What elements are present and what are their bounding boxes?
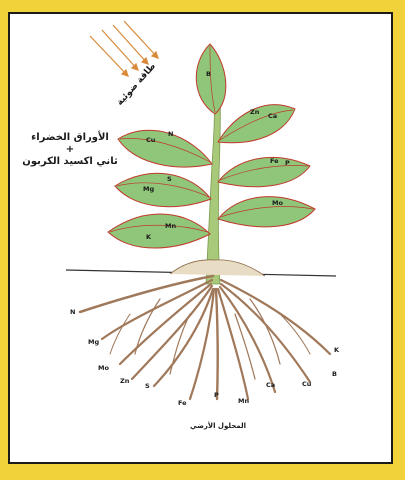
leaf-label-mn: Mn <box>165 222 176 230</box>
plus-sign: + <box>66 144 74 155</box>
leaf-left-2 <box>115 173 211 206</box>
plant-nutrition-diagram: طاقة ضوئية B Zn Ca Cu N Fe P <box>10 14 395 466</box>
root-label-cu: Cu <box>302 380 312 388</box>
leaf-label-ca: Ca <box>268 112 277 120</box>
root-element-labels: N Mg Mo Zn S Fe P Mn Ca Cu B K <box>70 308 340 407</box>
leaf-label-mg: Mg <box>143 185 154 193</box>
green-leaves-label: الأوراق الخضراء <box>31 130 109 143</box>
root-label-mg: Mg <box>88 338 99 346</box>
root-label-ca: Ca <box>266 381 275 389</box>
leaf-label-s: S <box>167 175 172 183</box>
root-label-n: N <box>70 308 75 316</box>
root-label-s: S <box>145 382 150 390</box>
root-label-b: B <box>332 370 337 378</box>
leaf-right-3 <box>218 197 315 227</box>
root-label-mo: Mo <box>98 364 109 372</box>
root-label-k: K <box>334 346 340 354</box>
leaf-label-b: B <box>206 70 211 78</box>
leaf-label-p: P <box>285 159 290 167</box>
soil-solution-label: المحلول الأرضي <box>190 421 246 430</box>
root-label-p: P <box>214 391 219 399</box>
leaf-label-fe: Fe <box>270 157 279 165</box>
roots <box>80 276 330 399</box>
root-label-zn: Zn <box>120 377 130 385</box>
leaf-label-cu: Cu <box>146 136 156 144</box>
leaf-left-1 <box>118 130 212 167</box>
leaf-left-3 <box>108 214 210 248</box>
leaf-label-zn: Zn <box>250 108 260 116</box>
plant-stem <box>206 94 220 284</box>
diagram-frame: طاقة ضوئية B Zn Ca Cu N Fe P <box>8 12 393 464</box>
co2-label: ثاني اكسيد الكربون <box>22 156 118 167</box>
leaf-label-mo: Mo <box>272 199 283 207</box>
ground <box>66 260 336 276</box>
leaf-label-n: N <box>168 130 173 138</box>
leaves-co2-caption: الأوراق الخضراء + ثاني اكسيد الكربون <box>22 130 118 167</box>
root-label-mn: Mn <box>238 397 249 405</box>
leaf-right-2 <box>218 157 310 186</box>
root-label-fe: Fe <box>178 399 187 407</box>
